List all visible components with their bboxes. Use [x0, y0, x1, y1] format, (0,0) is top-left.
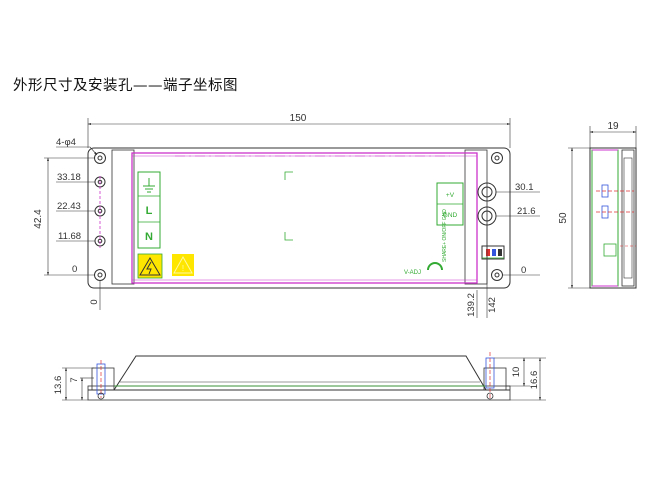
dim-right-x-2: 142 — [487, 297, 498, 313]
bottom-view: 13.6 7 10 16.6 — [53, 352, 546, 401]
page-title: 外形尺寸及安装孔——端子坐标图 — [13, 78, 238, 94]
dim-right-y-2: 21.6 — [517, 206, 536, 217]
dim-left-y-4: 0 — [72, 264, 77, 275]
mounting-tab-right — [464, 149, 488, 285]
dim-right-x-1: 139.2 — [466, 293, 477, 317]
side-view: 19 50 — [558, 121, 637, 289]
top-view: L N +V GND SHARE+ ON/OFF GND V-ADJ ! — [33, 113, 540, 318]
dim-left-x-origin: 0 — [89, 299, 100, 304]
dim-left-y-2: 22.43 — [57, 201, 81, 212]
output-label-gnd: GND — [443, 212, 458, 219]
dim-hole-callout: 4-φ4 — [56, 137, 76, 148]
ground-symbol-icon — [143, 178, 155, 193]
dim-right-y-1: 30.1 — [515, 182, 534, 193]
dim-side-height: 50 — [558, 212, 569, 224]
signal-connector — [481, 245, 505, 260]
dim-bottom-right-2: 16.6 — [529, 371, 540, 390]
top-view-outline — [87, 147, 511, 289]
dim-height: 42.4 — [33, 209, 44, 229]
bottom-view-outline — [113, 355, 487, 391]
input-terminal-block — [137, 171, 161, 249]
hazard-label-icon — [137, 253, 163, 279]
dim-side-width: 19 — [607, 121, 619, 132]
dim-left-y-3: 11.68 — [58, 231, 81, 242]
right-y-coordinate-lines — [496, 191, 540, 276]
side-view-outline — [589, 147, 637, 289]
output-label-plus-v: +V — [446, 192, 455, 199]
input-label-N: N — [145, 231, 153, 243]
pcb-outline — [131, 152, 478, 284]
svg-text:!: ! — [182, 264, 184, 273]
dim-bottom-left-2: 7 — [69, 377, 80, 382]
left-y-coordinate-lines — [44, 181, 95, 276]
caution-label-icon — [172, 254, 194, 276]
input-label-L: L — [146, 205, 153, 217]
dim-bottom-left-1: 13.6 — [53, 376, 64, 395]
dim-right-y-3: 0 — [521, 265, 526, 276]
dim-overall-width: 150 — [290, 113, 307, 124]
vadj-label: V-ADJ — [404, 270, 421, 276]
signal-pin-labels: SHARE+ ON/OFF GND — [442, 209, 448, 262]
dim-bottom-right-1: 10 — [511, 367, 522, 378]
dim-left-y-1: 33.18 — [57, 172, 81, 183]
potentiometer-icon — [427, 262, 443, 271]
mounting-tab-left — [111, 149, 135, 285]
